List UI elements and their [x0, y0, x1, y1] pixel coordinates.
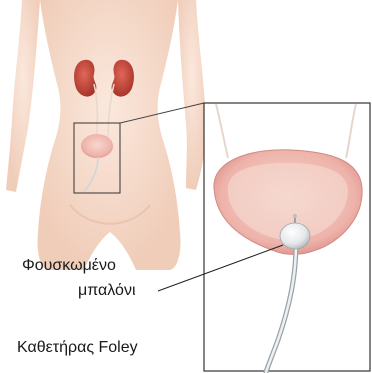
balloon-label-line2: μπαλόνι	[78, 283, 136, 299]
torso-main	[37, 0, 180, 270]
inflated-balloon	[280, 223, 310, 249]
catheter-label: Καθετήρας Foley	[17, 340, 138, 356]
catheter-tip-end	[293, 214, 297, 218]
balloon-label-line1: Φουσκωμένο	[22, 258, 116, 274]
right-arm	[178, 0, 206, 190]
small-bladder	[81, 134, 113, 158]
detail-panel	[204, 103, 370, 372]
